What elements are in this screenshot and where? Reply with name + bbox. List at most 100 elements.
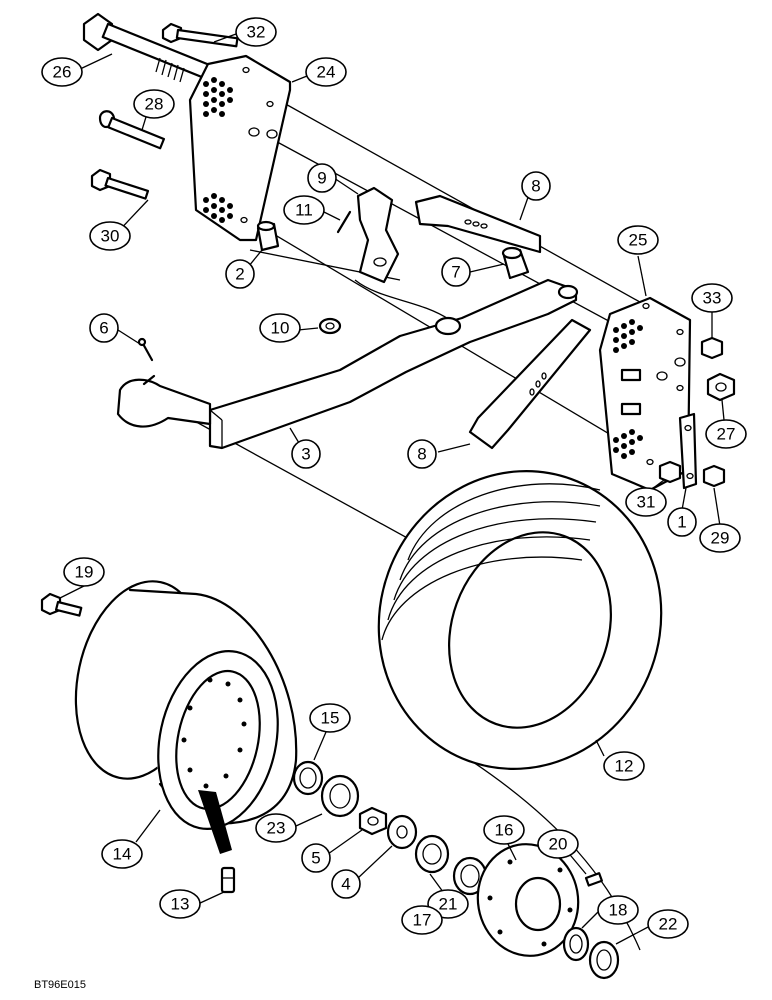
- callout-label: 12: [615, 757, 634, 776]
- wheel-rim: [74, 580, 298, 854]
- spacer-7: [501, 246, 530, 280]
- hex-bolt-small: [90, 168, 150, 200]
- callout-label: 31: [637, 493, 656, 512]
- callout-24: 24: [305, 57, 347, 87]
- callout-label: 3: [301, 445, 310, 464]
- callout-32: 32: [235, 17, 277, 47]
- callout-label: 8: [531, 177, 540, 196]
- valve-stem: [220, 866, 236, 894]
- callout-14: 14: [101, 839, 143, 869]
- callout-label: 9: [317, 169, 326, 188]
- callout-label: 1: [677, 513, 686, 532]
- callout-label: 8: [417, 445, 426, 464]
- seal-18: [562, 926, 590, 962]
- hinge-bracket: [356, 186, 400, 284]
- grease-fitting: [584, 872, 603, 887]
- callout-16: 16: [483, 815, 525, 845]
- callout-23: 23: [255, 813, 297, 843]
- callout-30: 30: [89, 221, 131, 251]
- callout-label: 18: [609, 901, 628, 920]
- callout-28: 28: [133, 89, 175, 119]
- callout-6: 6: [89, 313, 119, 343]
- callout-7: 7: [441, 257, 471, 287]
- callout-3: 3: [291, 439, 321, 469]
- callout-label: 25: [629, 231, 648, 250]
- callout-25: 25: [617, 225, 659, 255]
- callout-label: 21: [439, 895, 458, 914]
- callout-20: 20: [537, 829, 579, 859]
- callout-label: 17: [413, 911, 432, 930]
- document-code: BT96E015: [34, 979, 86, 991]
- tire: [377, 470, 663, 770]
- bearing-cone-21: [414, 834, 450, 874]
- callout-27: 27: [705, 419, 747, 449]
- callout-1: 1: [667, 507, 697, 537]
- link-strap: [678, 412, 698, 490]
- nut-33: [700, 336, 724, 360]
- callout-label: 20: [549, 835, 568, 854]
- washer-4: [386, 814, 418, 850]
- hex-bolt-large: [82, 12, 221, 84]
- callouts: 26 32 24 28 30 9 11 8 2 7 25 33 6 10 27 …: [41, 17, 747, 939]
- callout-label: 23: [267, 819, 286, 838]
- callout-12: 12: [603, 751, 645, 781]
- nut-27: [706, 372, 736, 402]
- spindle: [116, 374, 212, 428]
- callout-13: 13: [159, 889, 201, 919]
- callout-22: 22: [647, 909, 689, 939]
- callout-26: 26: [41, 57, 83, 87]
- wheel-bolt: [40, 592, 83, 617]
- callout-label: 2: [235, 265, 244, 284]
- callout-11: 11: [283, 195, 325, 225]
- callout-label: 29: [711, 529, 730, 548]
- callout-label: 16: [495, 821, 514, 840]
- callout-label: 15: [321, 709, 340, 728]
- callout-19: 19: [63, 557, 105, 587]
- nut-31: [658, 460, 682, 484]
- callout-label: 26: [53, 63, 72, 82]
- callout-label: 11: [295, 201, 313, 220]
- callout-31: 31: [625, 487, 667, 517]
- callout-label: 30: [101, 227, 120, 246]
- cotter-pin-6: [137, 337, 154, 362]
- callout-label: 19: [75, 563, 94, 582]
- left-mounting-plate: [188, 54, 292, 242]
- bearing-cone-22: [588, 940, 620, 980]
- washer-10: [318, 317, 342, 335]
- callout-8-lower: 8: [407, 439, 437, 469]
- callout-label: 13: [171, 895, 190, 914]
- long-bolt: [161, 22, 239, 48]
- callout-4: 4: [331, 869, 361, 899]
- callout-label: 10: [271, 319, 290, 338]
- callout-18: 18: [597, 895, 639, 925]
- callout-10: 10: [259, 313, 301, 343]
- upper-arm: [414, 194, 542, 254]
- callout-33: 33: [691, 283, 733, 313]
- callout-2: 2: [225, 259, 255, 289]
- callout-8-upper: 8: [521, 171, 551, 201]
- seal-15: [292, 760, 324, 796]
- axle-beam: [208, 278, 579, 450]
- callout-label: 27: [717, 425, 736, 444]
- wheel-hub: [476, 843, 580, 957]
- callout-label: 6: [99, 319, 108, 338]
- callout-5: 5: [301, 843, 331, 873]
- leader-lines: [59, 33, 725, 945]
- lower-arm: [468, 318, 592, 450]
- callout-29: 29: [699, 523, 741, 553]
- callout-label: 14: [113, 845, 132, 864]
- callout-label: 33: [703, 289, 722, 308]
- castle-nut: [358, 806, 388, 836]
- nut-29: [702, 464, 726, 488]
- callout-label: 28: [145, 95, 164, 114]
- callout-label: 24: [317, 63, 336, 82]
- callout-label: 22: [659, 915, 678, 934]
- callout-15: 15: [309, 703, 351, 733]
- callout-label: 4: [341, 875, 350, 894]
- callout-label: 32: [247, 23, 266, 42]
- cotter-pin-11: [336, 210, 352, 234]
- callout-label: 5: [311, 849, 320, 868]
- bushing: [256, 220, 280, 252]
- carriage-bolt: [98, 110, 166, 150]
